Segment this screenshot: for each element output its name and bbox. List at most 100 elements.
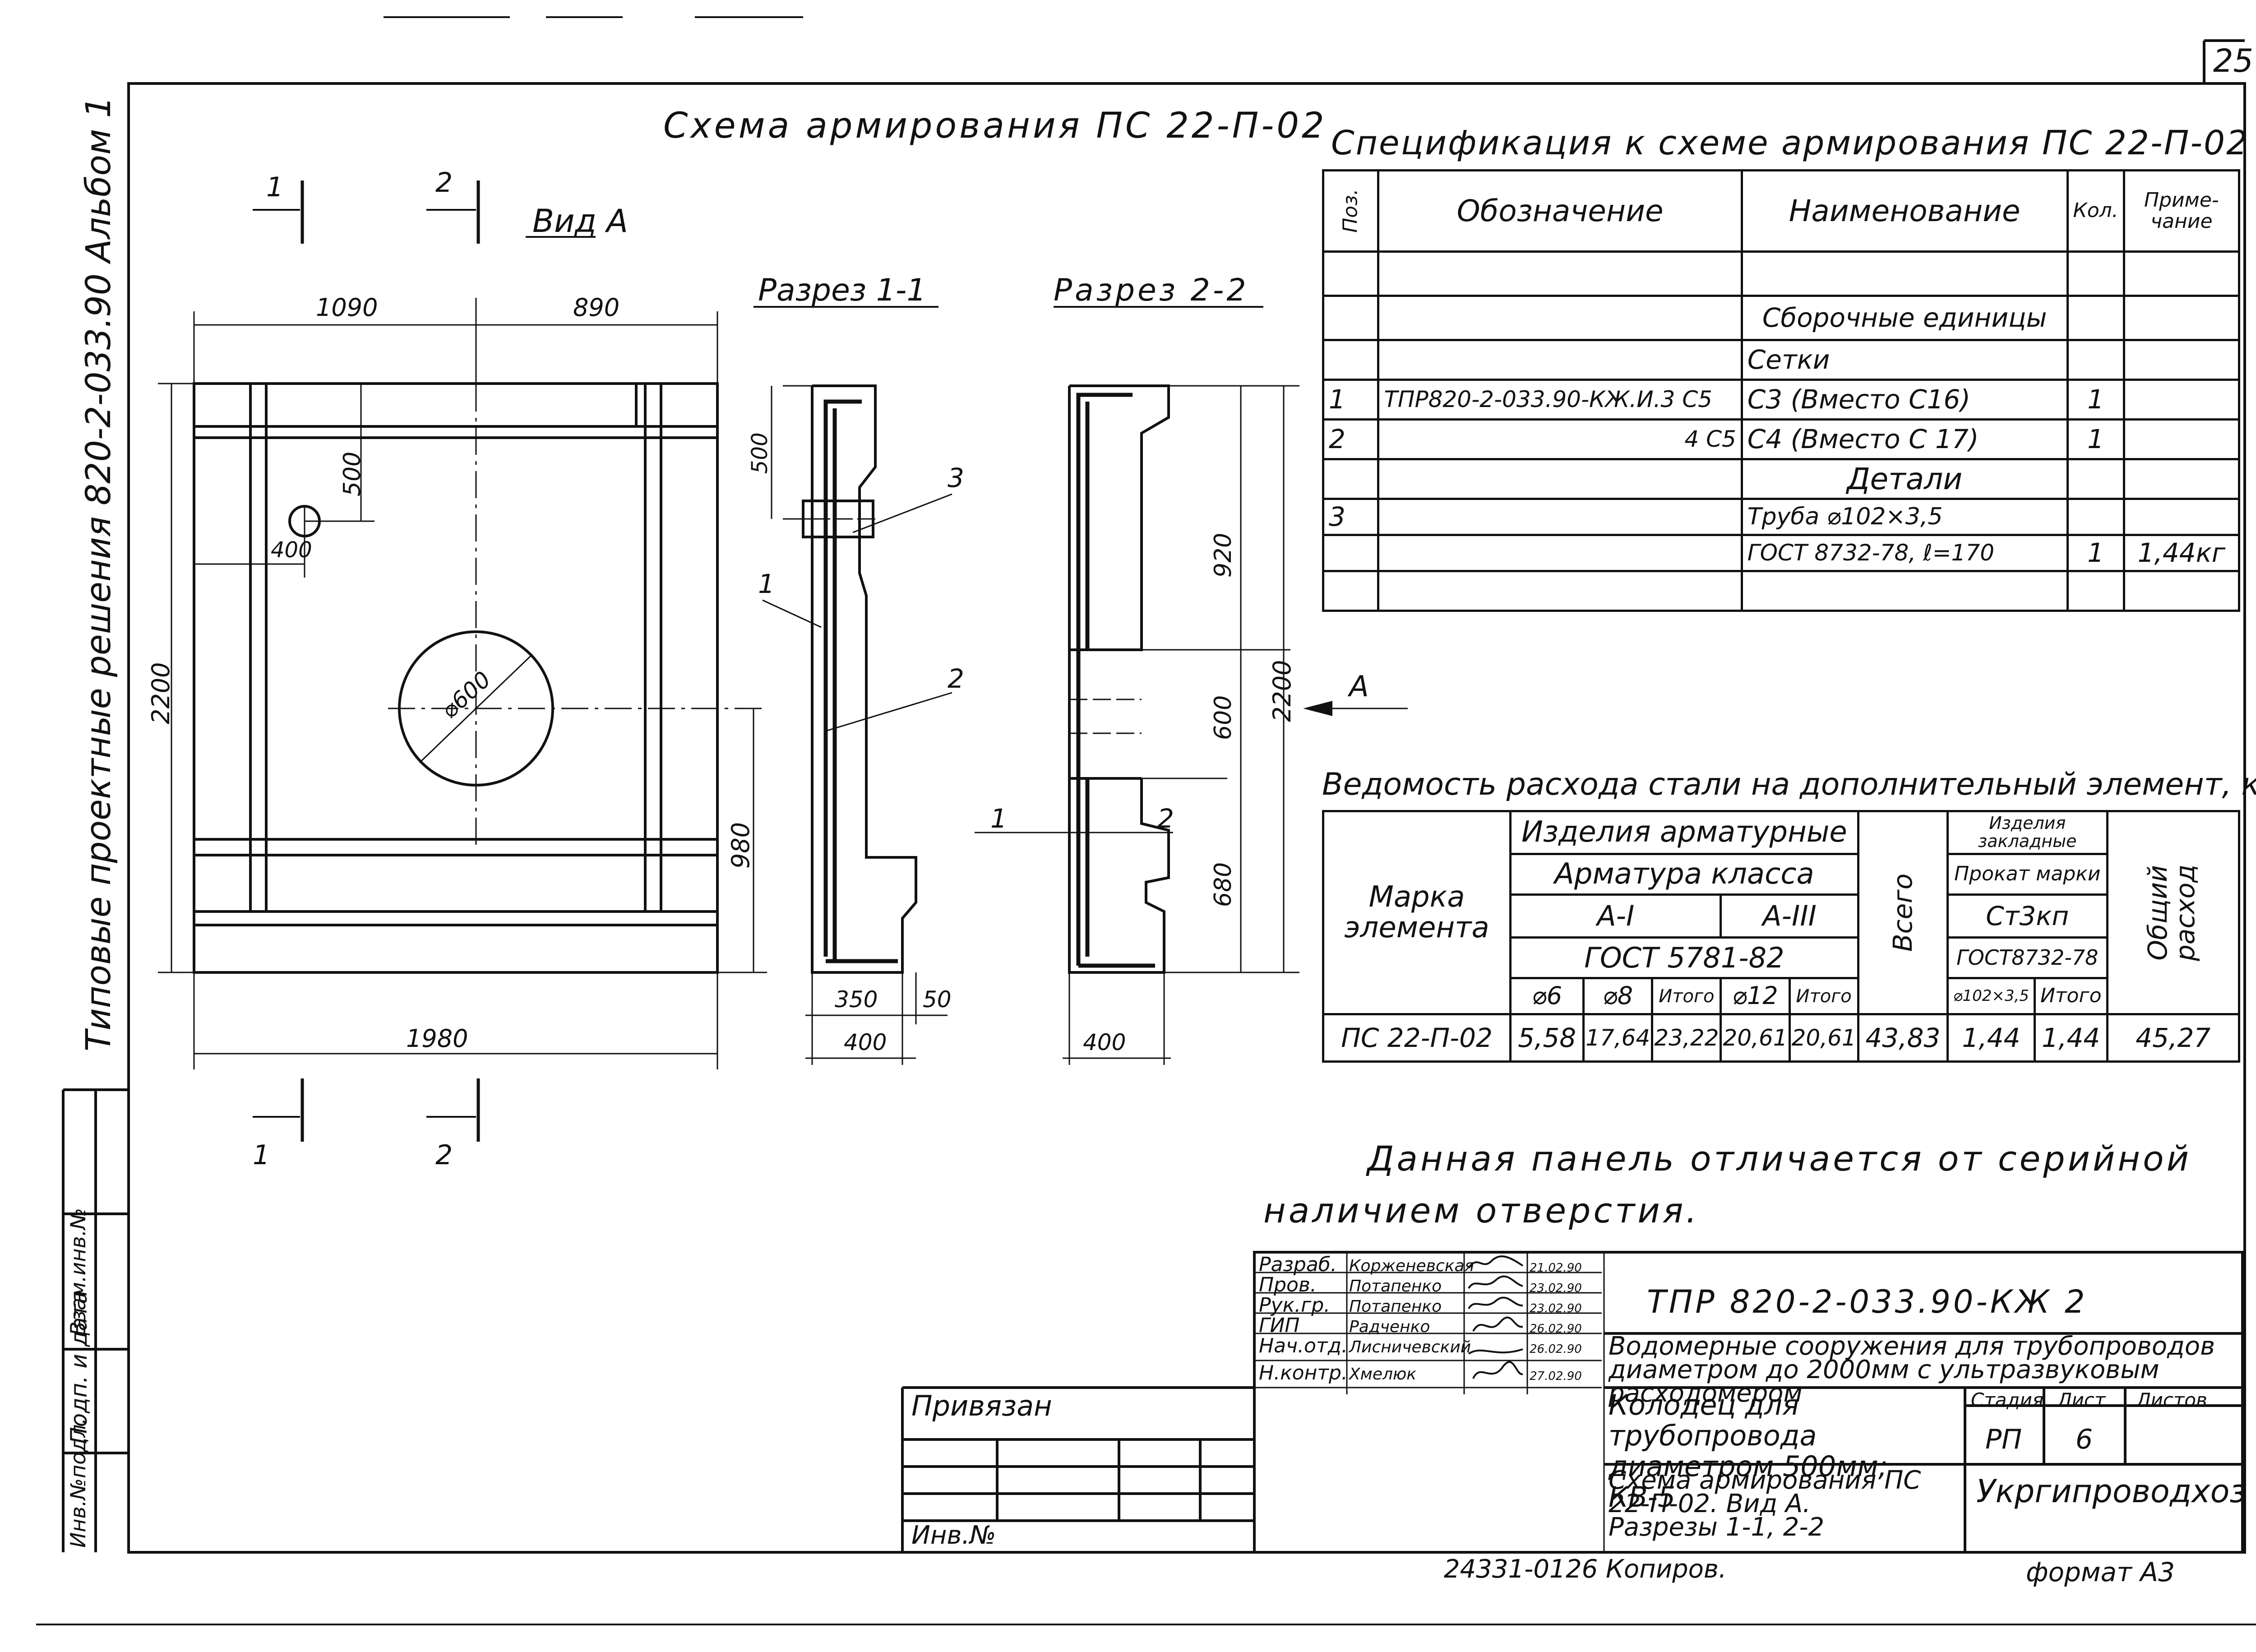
spec-header-name: Наименование <box>1740 169 2069 253</box>
role-developer: Разраб. <box>1259 1253 1337 1276</box>
dim-50: 50 <box>923 986 952 1013</box>
sheet-header: Лист <box>2057 1389 2106 1411</box>
spec-table: Поз. Обозначение Наименование Кол. Приме… <box>1322 169 2241 612</box>
name-checker: Потапенко <box>1349 1277 1442 1296</box>
dim-1980: 1980 <box>406 1024 468 1053</box>
steel-header-mark: Марка элемента <box>1322 810 1512 1015</box>
sheet-frame <box>127 82 2246 1554</box>
document-code: ТПР 820-2-033.90-КЖ 2 <box>1647 1283 2088 1320</box>
spec-header-note: Приме- чание <box>2122 169 2241 253</box>
dim-980: 980 <box>726 822 755 869</box>
steel-header-gost1: ГОСТ 5781-82 <box>1509 936 1859 979</box>
bottom-code: 24331-01 <box>1444 1555 1566 1584</box>
steel-header-rebar-class: Арматура класса <box>1509 853 1859 896</box>
dim-890: 890 <box>573 293 620 322</box>
steel-header-rolled: Прокат марки <box>1946 853 2108 896</box>
panel-outline <box>193 382 719 974</box>
spec-row: Сетки <box>1322 339 2241 381</box>
sheets-header: Листов <box>2136 1389 2207 1411</box>
role-chief-engineer: ГИП <box>1259 1314 1300 1337</box>
title-block-names: Корженевская Потапенко Потапенко Радченк… <box>1349 1256 1474 1384</box>
steel-sub-total3: Итого <box>2033 977 2108 1015</box>
bottom-copy: 26 Копиров. <box>1566 1555 1727 1584</box>
steel-header-products: Изделия арматурные <box>1509 810 1859 855</box>
name-group-head: Потапенко <box>1349 1297 1442 1316</box>
steel-header-gost2: ГОСТ8732-78 <box>1946 936 2108 979</box>
role-dept-head: Нач.отд. <box>1259 1334 1348 1357</box>
name-developer: Корженевская <box>1349 1257 1475 1275</box>
section-22-label: Разрез 2-2 <box>1054 273 1249 308</box>
sheet-number: 25 <box>2213 42 2254 79</box>
title-block-dates: 21.02.90 23.02.90 23.02.90 26.02.90 26.0… <box>1530 1261 1582 1383</box>
steel-sub-pipe: ⌀102×3,5 <box>1946 977 2036 1015</box>
cut-mark-1-bottom: 1 <box>253 1139 270 1171</box>
dim-500: 500 <box>339 451 366 496</box>
stage-value: РП <box>1985 1424 2022 1455</box>
object-name: Колодец для трубопровода диаметром 500мм… <box>1609 1388 1888 1513</box>
format-label: формат А3 <box>2026 1557 2175 1587</box>
steel-header-embedded: Изделия закладные <box>1946 810 2108 855</box>
title-block-roles: Разраб. Пров. Рук.гр. ГИП Нач.отд. Н.кон… <box>1259 1254 1348 1383</box>
cut-mark-2-bottom: 2 <box>435 1139 453 1171</box>
steel-row: ПС 22-П-02 5,58 17,64 23,22 20,61 20,61 … <box>1322 1013 2240 1063</box>
dim-600: 600 <box>1210 695 1237 740</box>
steel-sub-d8: ⌀8 <box>1582 977 1654 1015</box>
role-group-head: Рук.гр. <box>1259 1294 1331 1317</box>
stage-header: Стадия <box>1971 1389 2044 1411</box>
steel-title: Ведомость расхода стали на дополнительны… <box>1322 767 2256 802</box>
steel-sub-total1: Итого <box>1651 977 1722 1015</box>
spec-row: Детали <box>1322 458 2241 500</box>
note-line-2: наличием отверстия. <box>1263 1190 1700 1231</box>
dim-400-sec11: 400 <box>844 1029 887 1055</box>
name-chief-engineer: Радченко <box>1349 1318 1430 1336</box>
sheet-title: Схема армирования ПС 22-П-02. Вид А. Раз… <box>1609 1466 1921 1542</box>
dim-920: 920 <box>1210 532 1237 578</box>
leader-3: 3 <box>948 463 964 493</box>
spec-row <box>1322 570 2241 612</box>
sheet-value: 6 <box>2076 1424 2093 1455</box>
steel-sub-d12: ⌀12 <box>1720 977 1791 1015</box>
steel-header-total: Всего <box>1857 810 1949 1015</box>
privyazan-label: Привязан <box>911 1389 1052 1422</box>
role-checker: Пров. <box>1259 1273 1317 1296</box>
section-22-outline <box>1068 384 1170 651</box>
dim-500-sec: 500 <box>747 432 772 474</box>
name-dept-head: Лисничевский <box>1349 1338 1471 1356</box>
dim-1090: 1090 <box>316 293 378 322</box>
spec-header-designation: Обозначение <box>1377 169 1743 253</box>
dim-400-sec22: 400 <box>1083 1029 1126 1055</box>
spec-title: Спецификация к схеме армирования ПС 22-П… <box>1331 124 2249 162</box>
drawing-title: Схема армирования ПС 22-П-02 <box>663 106 1327 146</box>
spec-header-pos: Поз. <box>1322 169 1380 253</box>
arrow-a-label: А <box>1349 670 1369 703</box>
cut-mark-1-top: 1 <box>266 171 284 203</box>
leader-2: 2 <box>948 663 964 694</box>
name-norm-control: Хмелюк <box>1349 1365 1417 1384</box>
title-block <box>1253 1251 2244 1554</box>
steel-header-common: Общий расход <box>2106 810 2240 1015</box>
dim-2200: 2200 <box>147 662 175 724</box>
leader-1-sec22: 1 <box>990 803 1007 834</box>
section-11-label: Разрез 1-1 <box>758 273 926 308</box>
leader-2-sec22: 2 <box>1157 803 1174 834</box>
note-line-1: Данная панель отличается от серийной <box>1367 1138 2191 1179</box>
cut-mark-2-top: 2 <box>435 167 453 199</box>
dim-2200-sec: 2200 <box>1268 660 1296 722</box>
steel-sub-d6: ⌀6 <box>1509 977 1585 1015</box>
organization: Укргипроводхоз <box>1976 1473 2247 1510</box>
signatures <box>1468 1255 1524 1379</box>
inventory-label: Инв.№ <box>911 1521 996 1550</box>
spec-header-qty: Кол. <box>2066 169 2125 253</box>
spec-row: Сборочные единицы <box>1322 295 2241 341</box>
leader-1: 1 <box>758 569 775 599</box>
album-side-label: Типовые проектные решения 820-2-033.90 А… <box>78 96 118 1051</box>
dim-400-hole: 400 <box>271 537 312 563</box>
spec-row <box>1322 250 2241 297</box>
steel-header-st3: Ст3кп <box>1946 893 2108 939</box>
steel-header-a1: А-I <box>1509 893 1722 939</box>
